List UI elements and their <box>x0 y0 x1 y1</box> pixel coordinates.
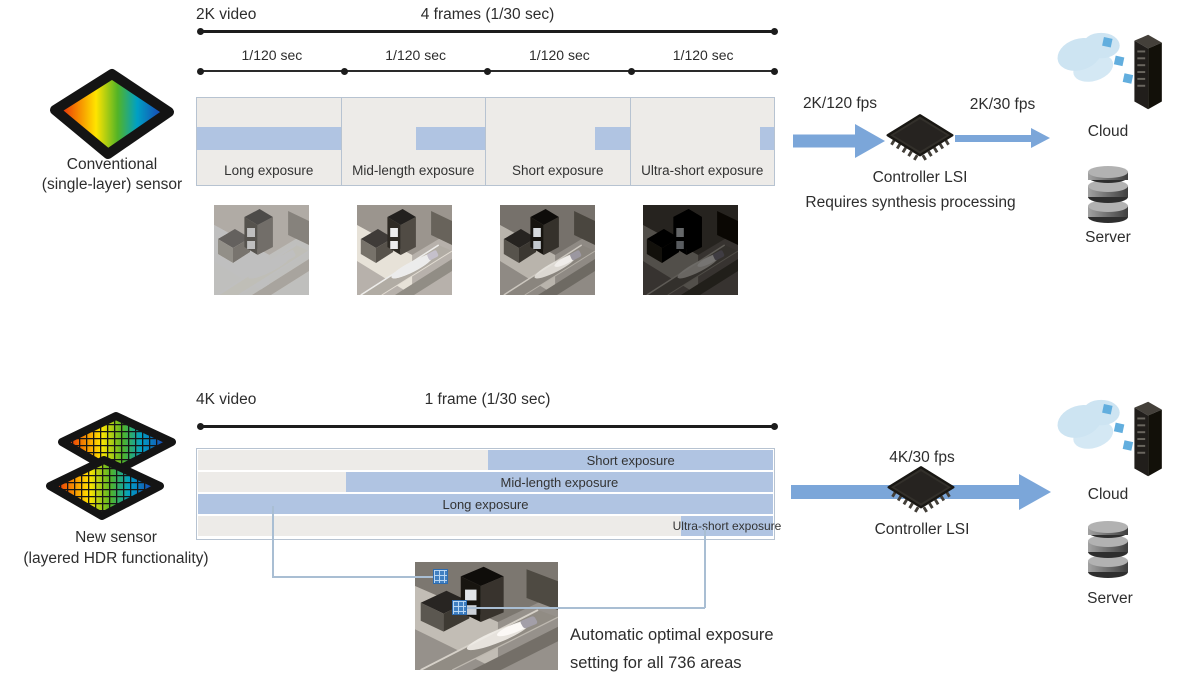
new-sensor-label-line1: New sensor <box>75 529 157 546</box>
exposure-box-label: Short exposure <box>511 163 604 178</box>
sample-image-ultra-short-exposure <box>643 205 738 295</box>
callout-line-horizontal-right <box>466 607 705 609</box>
sample-image-long-exposure <box>214 205 309 295</box>
exposure-box-short: Short exposure <box>485 98 630 185</box>
bar-label: Mid-length exposure <box>500 474 619 490</box>
bar-label: Short exposure <box>586 452 675 468</box>
callout-line-vertical-right <box>704 529 706 608</box>
bottom-exposure-bars: Short exposure Mid-length exposure Long … <box>196 448 781 540</box>
controller-lsi-chip-icon <box>883 463 959 521</box>
cloud-icon <box>1046 392 1164 490</box>
top-frame-label: 4 frames (1/30 sec) <box>420 6 555 23</box>
top-chip-label: Controller LSI <box>872 169 968 186</box>
bottom-cloud-label: Cloud <box>1087 486 1129 503</box>
top-video-label: 2K video <box>196 6 257 23</box>
bracket-dot <box>771 28 778 35</box>
top-rate-in-label: 2K/120 fps <box>802 95 878 112</box>
auto-exposure-note-line1: Automatic optimal exposure <box>570 626 774 644</box>
exposure-band <box>759 127 774 150</box>
exposure-band <box>595 127 630 150</box>
top-exposure-boxes: Long exposure Mid-length exposure Short … <box>196 97 775 186</box>
interval-label-3: 1/120 sec <box>529 47 590 63</box>
interval-dot <box>197 67 204 75</box>
bar-fill: Short exposure <box>488 450 773 470</box>
top-chip-note: Requires synthesis processing <box>805 194 1016 211</box>
bar-row-long: Long exposure <box>198 494 773 514</box>
exposure-area-marker <box>433 569 448 584</box>
frame-line-dot <box>771 423 778 430</box>
exposure-area-marker <box>452 600 467 615</box>
top-server-label: Server <box>1085 229 1131 246</box>
interval-dot <box>771 67 778 75</box>
new-sensor-label-line2: (layered HDR functionality) <box>23 550 209 567</box>
auto-exposure-note-line2: setting for all 736 areas <box>570 654 742 672</box>
bar-label: Ultra-short exposure <box>672 519 782 533</box>
bottom-server-label: Server <box>1087 590 1133 607</box>
single-layer-sensor-icon <box>50 69 174 159</box>
bar-row-mid-length: Mid-length exposure <box>198 472 773 492</box>
bar-row-short: Short exposure <box>198 450 773 470</box>
exposure-box-long: Long exposure <box>197 98 341 185</box>
exposure-box-ultra-short: Ultra-short exposure <box>629 98 774 185</box>
flow-arrow-thick <box>793 124 885 158</box>
interval-label-2: 1/120 sec <box>385 47 446 63</box>
frame-line-dot <box>197 423 204 430</box>
bar-label: Long exposure <box>442 496 529 512</box>
auto-exposure-detail-image <box>415 562 558 670</box>
sample-image-mid-exposure <box>357 205 452 295</box>
exposure-box-mid: Mid-length exposure <box>340 98 485 185</box>
top-cloud-label: Cloud <box>1087 123 1129 140</box>
flow-arrow-thin <box>955 128 1050 148</box>
bar-fill: Mid-length exposure <box>345 472 773 492</box>
bar-row-ultra-short: Ultra-short exposure <box>198 516 781 536</box>
interval-dot <box>340 67 348 75</box>
exposure-box-label: Mid-length exposure <box>352 163 475 178</box>
top-frame-bracket-line <box>200 30 775 33</box>
exposure-band <box>416 127 485 150</box>
server-icon <box>1085 164 1131 228</box>
conventional-sensor-label-line2: (single-layer) sensor <box>41 176 183 193</box>
layered-sensor-icon <box>46 412 176 520</box>
callout-line-horizontal-left <box>272 576 434 578</box>
server-icon <box>1085 519 1131 583</box>
bottom-chip-label: Controller LSI <box>874 521 970 538</box>
bar-fill: Ultra-short exposure <box>673 516 781 536</box>
interval-label-4: 1/120 sec <box>672 47 734 63</box>
bottom-frame-line <box>200 425 775 428</box>
top-rate-out-label: 2K/30 fps <box>969 96 1036 113</box>
interval-dot <box>484 67 491 75</box>
bracket-dot <box>197 28 204 35</box>
bottom-video-label: 4K video <box>196 391 257 408</box>
cloud-icon <box>1046 25 1164 123</box>
exposure-box-label: Long exposure <box>224 163 314 178</box>
controller-lsi-chip-icon <box>882 111 958 169</box>
bar-fill: Long exposure <box>198 494 773 514</box>
bottom-rate-label: 4K/30 fps <box>889 449 955 466</box>
exposure-box-label: Ultra-short exposure <box>641 163 764 178</box>
interval-label-1: 1/120 sec <box>241 47 303 63</box>
bottom-frame-label: 1 frame (1/30 sec) <box>424 391 551 408</box>
conventional-sensor-label-line1: Conventional <box>66 156 158 173</box>
callout-line-vertical-left <box>272 506 274 577</box>
interval-dot <box>628 67 635 75</box>
exposure-band <box>197 127 341 150</box>
sample-image-short-exposure <box>500 205 595 295</box>
